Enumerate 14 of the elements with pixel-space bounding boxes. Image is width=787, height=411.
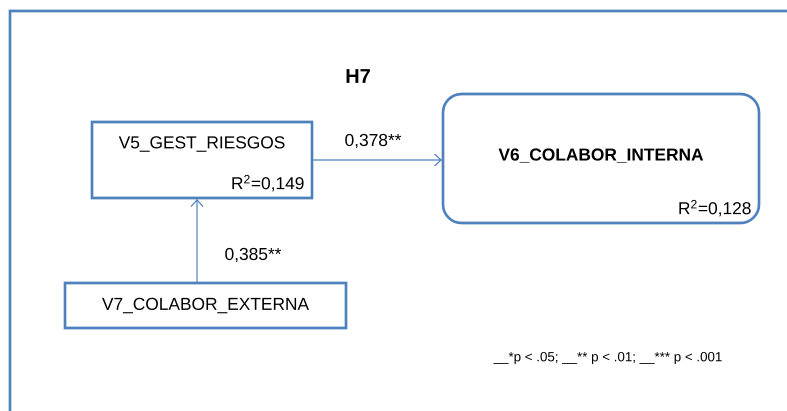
significance-note: __*p < .05; __** p < .01; __*** p < .001 <box>493 352 722 364</box>
title: H7 <box>346 69 370 83</box>
rounded-box <box>442 92 760 224</box>
node-label: V6_COLABOR_INTERNA <box>498 148 704 163</box>
node-label: V5_GEST_RIESGOS <box>118 136 285 152</box>
variable-box <box>64 282 348 330</box>
r-squared-label: R$^{2}$=0,128 <box>679 200 751 216</box>
arrow <box>190 199 204 282</box>
r-squared-label: R$^{2}$=0,149 <box>232 174 304 192</box>
node-label: V7_COLABOR_EXTERNA <box>102 298 309 314</box>
variable-box <box>90 120 314 200</box>
edge-label: 0,385** <box>223 246 283 264</box>
arrow <box>313 154 442 166</box>
edge-label: 0,378** <box>343 132 403 150</box>
